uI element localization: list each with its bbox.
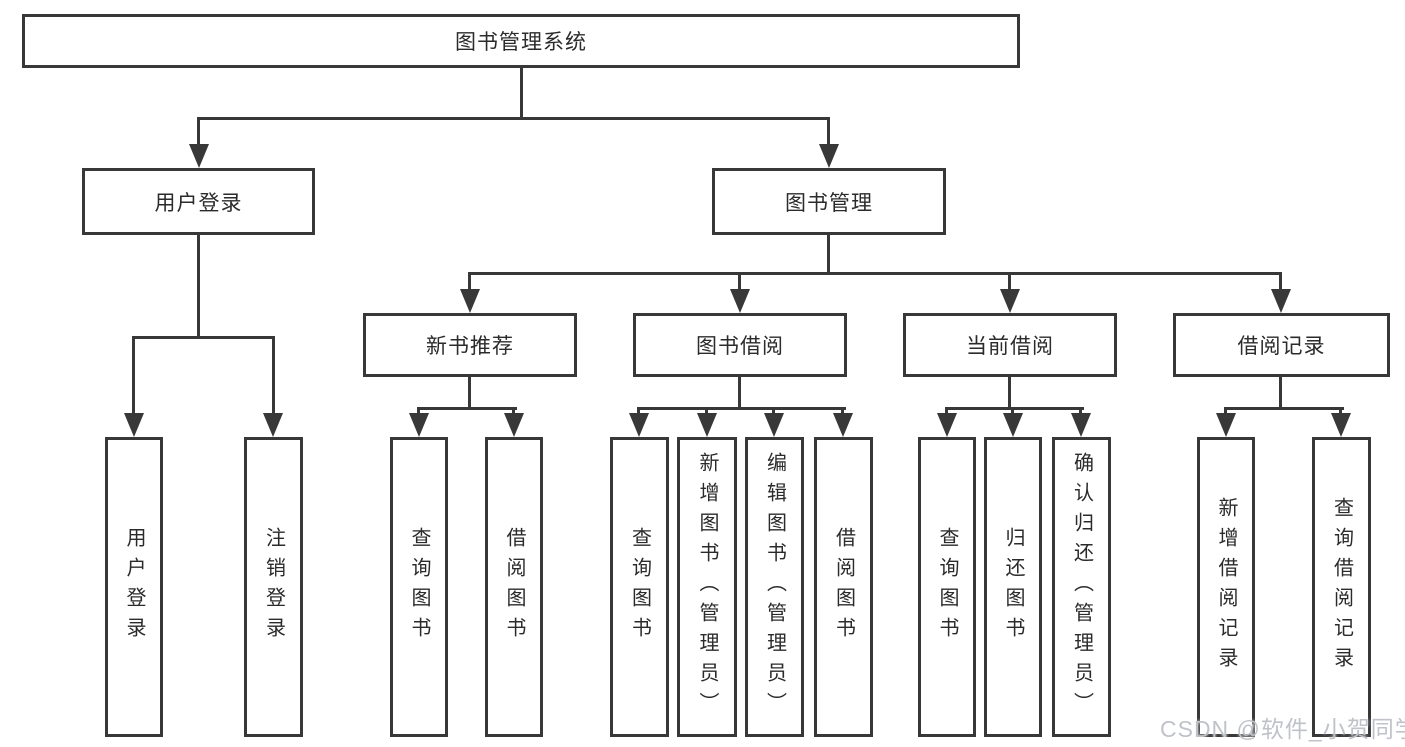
arrow-book-borrowing <box>730 289 750 313</box>
arrow-leaf-user-login <box>124 413 144 437</box>
connector-leaf-user-login-stem <box>132 336 135 417</box>
connector-group-d-hline <box>945 407 1084 410</box>
connector-book-borrowing-stem <box>738 272 741 293</box>
leaf-query-books-current-label: 查询图书 <box>936 527 958 647</box>
leaf-confirm-return-admin-label: 确认归还（管理员） <box>1070 452 1093 722</box>
node-user-login-label: 用户登录 <box>154 191 243 215</box>
leaf-add-borrow-record-label: 新增借阅记录 <box>1215 497 1237 677</box>
node-borrowing-records: 借阅记录 <box>1173 313 1390 377</box>
arrow-add-borrow-record <box>1216 413 1236 437</box>
connector-group-e-hline <box>1224 407 1344 410</box>
connector-user-login-down <box>197 235 200 339</box>
leaf-add-borrow-record: 新增借阅记录 <box>1197 437 1255 737</box>
leaf-query-books-borrow: 查询图书 <box>610 437 669 737</box>
leaf-borrow-books: 借阅图书 <box>814 437 873 737</box>
leaf-query-books-current: 查询图书 <box>918 437 976 737</box>
connector-level3-hline <box>468 272 1282 275</box>
connector-c3-stem <box>772 407 775 417</box>
arrow-borrow-books-recommend <box>504 413 524 437</box>
connector-book-borrowing-down <box>738 377 741 410</box>
arrow-new-book-recommendation <box>460 289 480 313</box>
leaf-add-books-admin-label: 新增图书（管理员） <box>696 452 718 722</box>
arrow-return-books <box>1003 413 1023 437</box>
arrow-confirm-return-admin <box>1071 413 1091 437</box>
leaf-query-borrow-record-label: 查询借阅记录 <box>1330 497 1353 677</box>
connector-current-borrowing-stem <box>1008 272 1011 293</box>
arrow-current-borrowing <box>1000 289 1020 313</box>
connector-b2-stem <box>512 407 515 417</box>
leaf-query-books-borrow-label: 查询图书 <box>628 527 651 647</box>
connector-user-login-hline <box>132 336 275 339</box>
leaf-borrow-books-label: 借阅图书 <box>832 527 855 647</box>
leaf-query-books-recommend: 查询图书 <box>390 437 448 737</box>
node-current-borrowing-label: 当前借阅 <box>966 335 1054 358</box>
arrow-query-borrow-record <box>1331 413 1351 437</box>
connector-new-book-down <box>468 377 471 410</box>
connector-borrowing-records-down <box>1279 377 1282 410</box>
leaf-logout: 注销登录 <box>244 437 303 737</box>
connector-d2-stem <box>1011 407 1014 417</box>
arrow-book-management <box>819 144 839 168</box>
arrow-borrow-books <box>833 413 853 437</box>
connector-user-login-stem <box>197 117 200 148</box>
node-current-borrowing: 当前借阅 <box>903 313 1117 377</box>
leaf-query-borrow-record: 查询借阅记录 <box>1312 437 1371 737</box>
connector-c2-stem <box>705 407 708 417</box>
connector-c1-stem <box>637 407 640 417</box>
connector-e2-stem <box>1339 407 1342 417</box>
arrow-leaf-logout <box>263 413 283 437</box>
leaf-edit-books-admin-label: 编辑图书（管理员） <box>763 452 786 722</box>
leaf-edit-books-admin: 编辑图书（管理员） <box>745 437 804 737</box>
arrow-borrowing-records <box>1271 289 1291 313</box>
arrow-add-books-admin <box>697 413 717 437</box>
node-root-label: 图书管理系统 <box>455 31 587 54</box>
arrow-query-books-borrow <box>629 413 649 437</box>
connector-d1-stem <box>945 407 948 417</box>
node-new-book-recommendation-label: 新书推荐 <box>426 335 514 358</box>
node-root: 图书管理系统 <box>22 14 1020 68</box>
node-book-management: 图书管理 <box>712 168 946 235</box>
node-book-borrowing-label: 图书借阅 <box>696 335 784 358</box>
leaf-borrow-books-recommend-label: 借阅图书 <box>503 527 525 647</box>
leaf-borrow-books-recommend: 借阅图书 <box>485 437 543 737</box>
arrow-edit-books-admin <box>764 413 784 437</box>
arrow-query-books-recommend <box>409 413 429 437</box>
leaf-query-books-recommend-label: 查询图书 <box>408 527 430 647</box>
leaf-return-books-label: 归还图书 <box>1002 527 1024 647</box>
leaf-confirm-return-admin: 确认归还（管理员） <box>1052 437 1111 737</box>
node-new-book-recommendation: 新书推荐 <box>363 313 577 377</box>
connector-b1-stem <box>417 407 420 417</box>
leaf-user-login: 用户登录 <box>105 437 163 737</box>
connector-leaf-logout-stem <box>272 336 275 417</box>
connector-e1-stem <box>1224 407 1227 417</box>
leaf-user-login-label: 用户登录 <box>123 527 145 647</box>
node-borrowing-records-label: 借阅记录 <box>1237 335 1326 358</box>
leaf-return-books: 归还图书 <box>984 437 1042 737</box>
arrow-query-books-current <box>937 413 957 437</box>
connector-c4-stem <box>841 407 844 417</box>
connector-root-hline <box>197 117 830 120</box>
node-book-borrowing: 图书借阅 <box>633 313 847 377</box>
csdn-watermark: CSDN @软件_小贺同学 <box>1160 716 1405 742</box>
leaf-add-books-admin: 新增图书（管理员） <box>677 437 737 737</box>
connector-group-b-hline <box>417 407 517 410</box>
connector-d3-stem <box>1079 407 1082 417</box>
connector-book-management-down <box>827 235 830 275</box>
node-book-management-label: 图书管理 <box>785 191 873 215</box>
connector-group-c-hline <box>637 407 846 410</box>
connector-book-management-stem <box>827 117 830 148</box>
connector-borrowing-records-stem <box>1279 272 1282 293</box>
leaf-logout-label: 注销登录 <box>262 527 285 647</box>
connector-new-book-stem <box>468 272 471 293</box>
connector-current-borrowing-down <box>1008 377 1011 410</box>
connector-root-stem <box>520 68 523 120</box>
node-user-login: 用户登录 <box>82 168 315 235</box>
arrow-user-login <box>189 144 209 168</box>
